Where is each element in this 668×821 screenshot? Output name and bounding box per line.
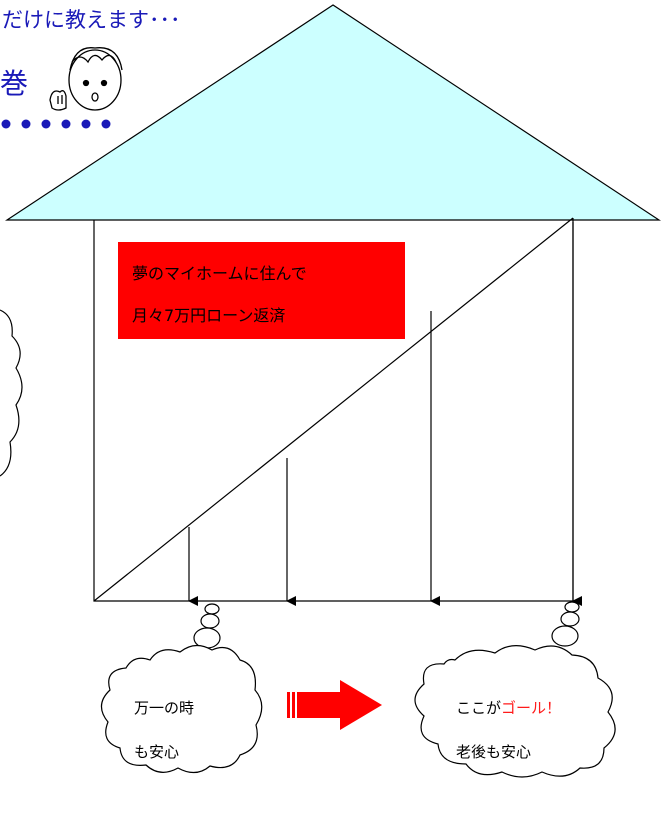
cloud-right-prefix: ここが	[456, 699, 502, 717]
cloud-left-line-2: も安心	[134, 743, 180, 761]
header-line-1: だけに教えます･･･	[2, 8, 181, 32]
loan-box: 夢のマイホームに住んで 月々7万円ローン返済	[118, 242, 405, 339]
header-line-2: 巻	[0, 67, 29, 100]
cloud-right-accent: ゴール！	[501, 699, 562, 717]
red-block-arrow	[287, 680, 382, 730]
loan-box-line-2: 月々7万円ローン返済	[132, 306, 286, 325]
cloud-partial-left	[0, 309, 23, 477]
thought-bubbles-left	[193, 603, 221, 649]
house-diagonal	[93, 217, 574, 602]
cloud-right	[414, 645, 616, 778]
cloud-left	[100, 644, 263, 774]
girl-illustration	[49, 47, 123, 111]
cloud-right-line-2: 老後も安心	[456, 743, 532, 761]
house-roof	[5, 4, 661, 221]
cloud-left-line-1: 万一の時	[134, 699, 195, 717]
thought-bubbles-right	[551, 601, 580, 647]
cloud-right-line-1: ここがゴール！	[456, 697, 561, 718]
header-dots	[1, 119, 111, 129]
loan-box-line-1: 夢のマイホームに住んで	[132, 264, 307, 283]
